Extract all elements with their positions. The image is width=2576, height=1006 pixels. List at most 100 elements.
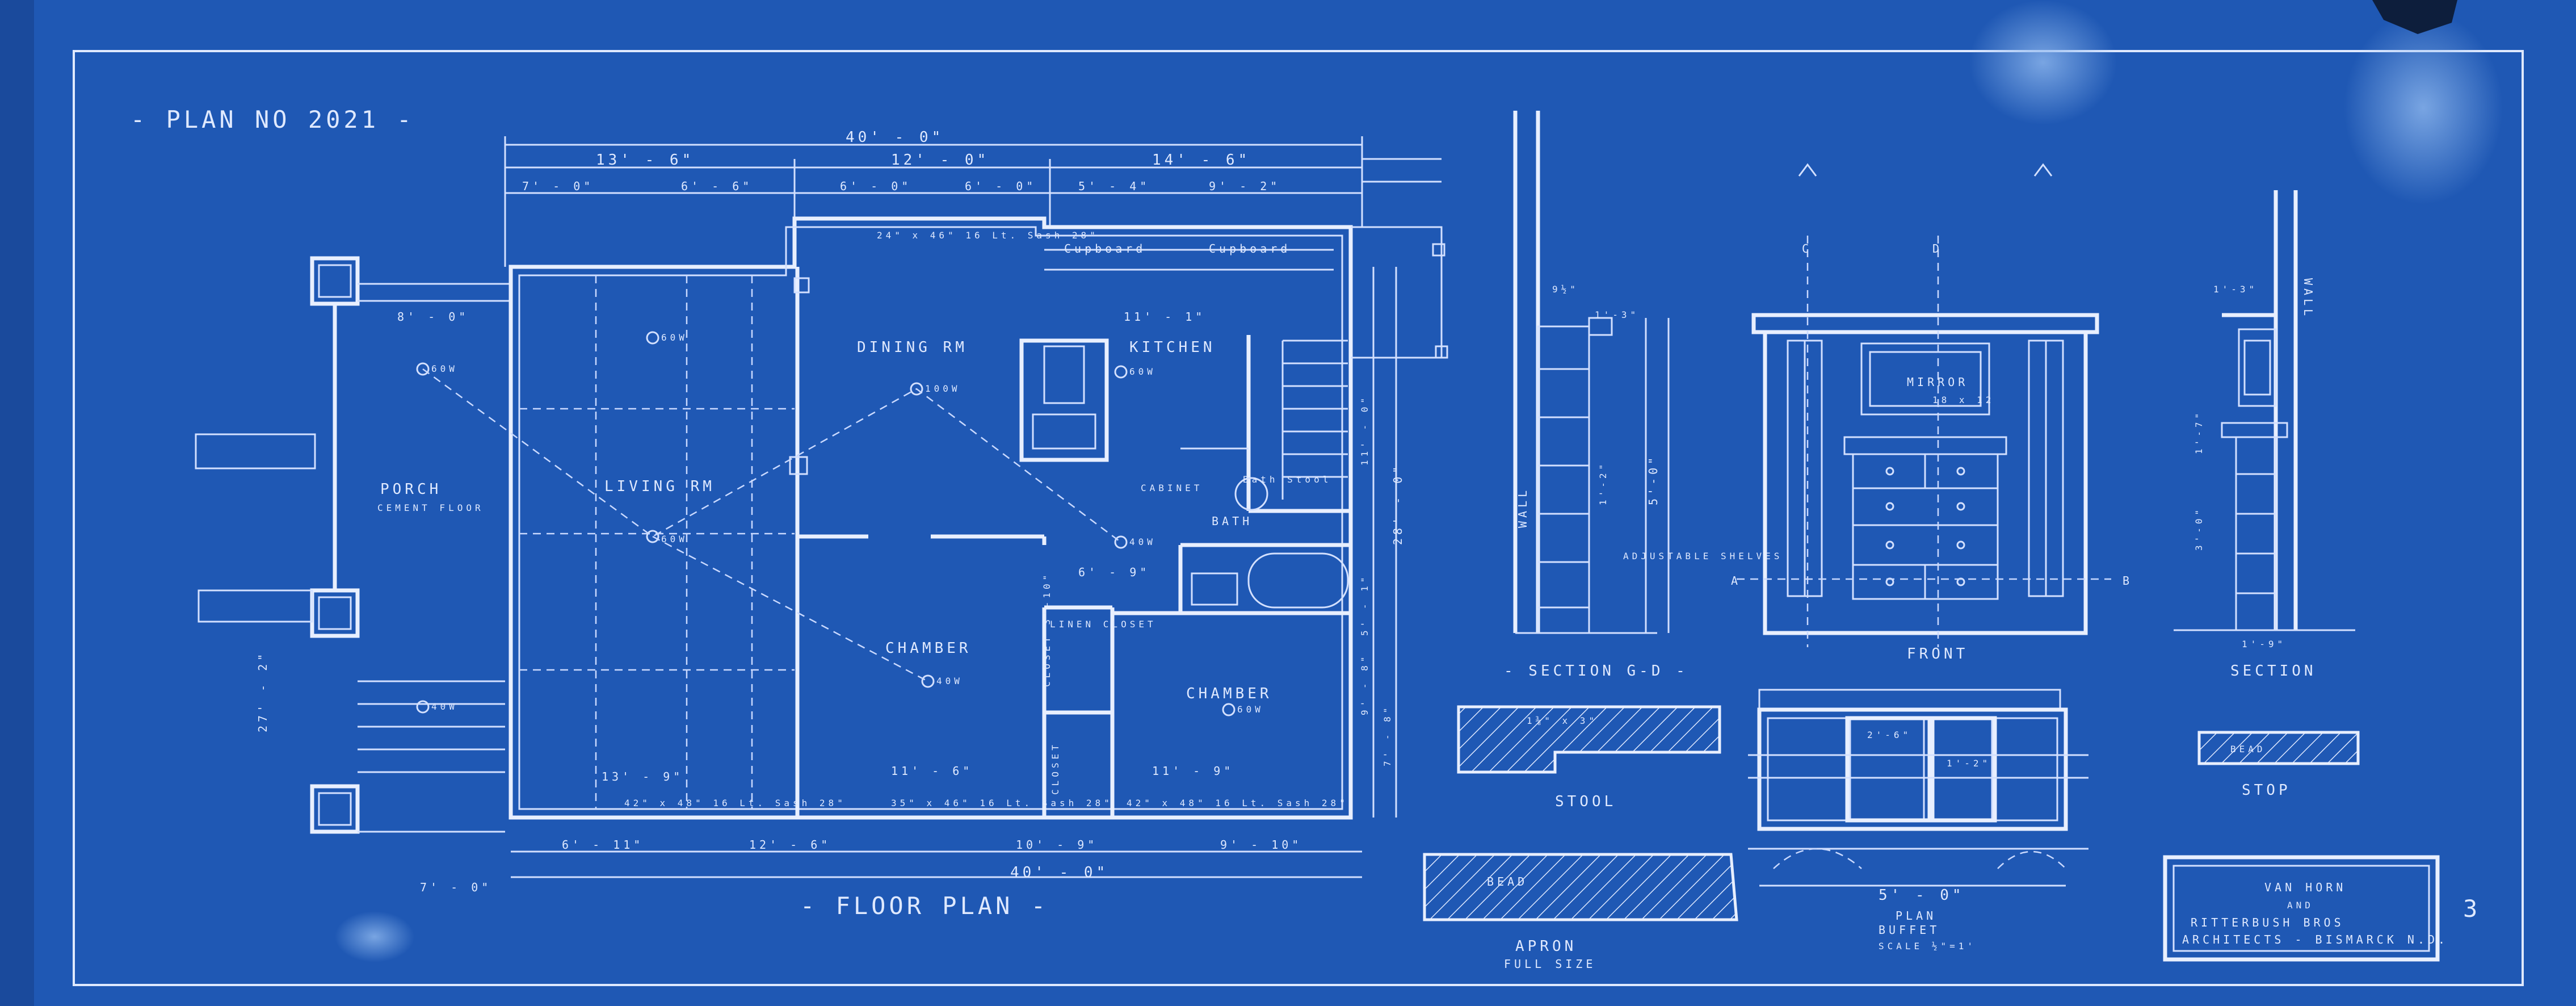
dim-top-c: 14' - 6"	[1152, 152, 1250, 169]
water-stain-2	[2344, 11, 2503, 204]
front-label-d: D	[1932, 242, 1943, 255]
buffet-plan-title: PLAN	[1896, 909, 1936, 923]
light-3: 100W	[925, 383, 961, 394]
front-label-b: B	[2123, 574, 2133, 588]
dim-right-a: 11' - 0"	[1359, 395, 1370, 466]
apron-title: APRON	[1515, 938, 1577, 955]
stop-size: BEAD	[2230, 744, 2266, 754]
section-right-dim-c: 3'-0"	[2193, 506, 2204, 551]
dim-right-d: 7' - 8"	[1382, 705, 1393, 766]
porch-column-3	[310, 784, 360, 834]
dim-bottom-b: 12' - 6"	[749, 838, 831, 852]
section-right-dim-b: 1'-7"	[2193, 410, 2204, 454]
buffet-plan-dim-b: 1'-2"	[1947, 758, 1991, 769]
buffet-plan-subtitle: BUFFET	[1879, 923, 1940, 937]
dim-left-total: 27' - 2"	[256, 651, 270, 732]
cabinet-note: CABINET	[1141, 483, 1203, 493]
dim-porch-w: 8' - 0"	[397, 310, 469, 324]
porch-step-2	[197, 589, 313, 623]
front-title: FRONT	[1907, 645, 1968, 663]
bathtub	[1247, 552, 1349, 609]
dim-living-d: 13' - 9"	[602, 770, 683, 783]
porch-note: CEMENT FLOOR	[377, 502, 484, 513]
section-gd-dim-d: 1'-3"	[1595, 309, 1639, 320]
water-stain	[1969, 0, 2117, 125]
front-label-a: A	[1731, 574, 1741, 588]
toilet	[1234, 477, 1268, 511]
buffet-front: MIRROR 18 x 12 A B C D FRONT	[1731, 163, 2133, 663]
plan-number: - PLAN NO 2021 -	[131, 106, 415, 133]
section-right: WALL 1'-3" 1'-7" 3'-0" 1'-9" SECTION	[2174, 190, 2355, 680]
section-right-dim-a: 1'-3"	[2213, 284, 2258, 295]
dim-bottom-d: 9' - 10"	[1220, 838, 1302, 852]
window-note-living: 42" x 48" 16 Lt. Sash 28"	[624, 798, 846, 808]
room-porch: PORCH	[380, 481, 442, 498]
buffet-plan: 2'-6" 1'-2" 5' - 0" PLAN BUFFET SCALE ½"…	[1748, 689, 2088, 951]
stool-detail: 1⅜" x 3" STOOL	[1457, 705, 1721, 810]
light-5: 40W	[936, 676, 963, 686]
window-note-chamber-1: 35" x 46" 16 Lt. Sash 28"	[891, 798, 1113, 808]
stop-title: STOP	[2242, 782, 2291, 799]
torn-corner	[2372, 0, 2457, 34]
apron-detail: BEAD APRON FULL SIZE	[1423, 853, 1738, 971]
section-gd-note: ADJUSTABLE SHELVES	[1623, 551, 1783, 561]
room-kitchen: KITCHEN	[1129, 339, 1216, 356]
dim-top-d2: 6' - 6"	[681, 179, 753, 193]
dim-bottom-total: 40' - 0"	[1010, 864, 1108, 881]
section-right-title: SECTION	[2230, 663, 2317, 680]
room-dining: DINING RM	[857, 339, 968, 356]
light-8: 40W	[431, 701, 458, 712]
room-closet-2: CLOSET	[1050, 741, 1061, 795]
apron-label: BEAD	[1487, 875, 1528, 888]
water-stain-3	[335, 911, 414, 962]
dim-right-c: 9' - 8"	[1359, 653, 1370, 715]
section-gd: WALL ADJUSTABLE SHELVES 9½" 1'-2" 5'-0" …	[1504, 111, 1783, 680]
light-6: 60W	[1129, 366, 1156, 377]
room-bath: BATH	[1212, 514, 1253, 528]
dim-right-b: 5' - 1"	[1359, 574, 1370, 636]
dim-dining-w: 11' - 1"	[1124, 310, 1205, 324]
porch-step-1	[195, 433, 316, 470]
buffet-plan-dim-a: 2'-6"	[1867, 730, 1911, 740]
buffet-chimney	[1019, 338, 1109, 462]
dim-chamber-2-w: 11' - 9"	[1152, 764, 1234, 778]
light-1: 60W	[661, 332, 688, 343]
section-right-dim-d: 1'-9"	[2242, 639, 2286, 649]
front-mirror-size: 18 x 12	[1932, 395, 1994, 405]
dim-top-a: 13' - 6"	[596, 152, 694, 169]
dim-top-d1: 7' - 0"	[522, 179, 594, 193]
dim-top-d5: 5' - 4"	[1078, 179, 1150, 193]
section-gd-dim-b: 1'-2"	[1598, 461, 1608, 505]
title-block-line1: VAN HORN	[2264, 881, 2346, 894]
bath-stool-note: Bath Stool	[1243, 474, 1331, 485]
title-block: VAN HORN AND RITTERBUSH BROS ARCHITECTS …	[2163, 855, 2445, 962]
exterior-wall	[509, 216, 1353, 820]
stool-title: STOOL	[1555, 793, 1616, 810]
room-chamber-1: CHAMBER	[885, 640, 972, 657]
light-9: 60W	[1237, 704, 1264, 715]
light-7: 40W	[1129, 536, 1156, 547]
paper-left-edge	[0, 0, 34, 1006]
light-2: 60W	[661, 534, 688, 544]
section-gd-title: - SECTION G-D -	[1504, 663, 1688, 680]
stool-size: 1⅜" x 3"	[1527, 715, 1598, 726]
cupboard-2: Cupboard	[1209, 242, 1291, 255]
section-gd-dim-a: 9½"	[1552, 284, 1579, 295]
dim-right-total: 28' - 0"	[1391, 463, 1405, 545]
front-mirror: MIRROR	[1907, 375, 1968, 389]
dim-chamber-1-w: 11' - 6"	[891, 764, 973, 778]
section-gd-wall: WALL	[1516, 487, 1529, 528]
dim-top-total: 40' - 0"	[846, 129, 944, 146]
buffet-plan-scale: SCALE ½"=1'	[1879, 941, 1976, 951]
window-note-dining: 24" x 46" 16 Lt. Sash 28"	[877, 230, 1099, 241]
dim-bottom-a: 6' - 11"	[562, 838, 644, 852]
front-label-c: C	[1802, 242, 1812, 255]
cupboard-1: Cupboard	[1064, 242, 1146, 255]
lavatory	[1191, 572, 1238, 606]
buffet-plan-dim: 5' - 0"	[1879, 887, 1965, 904]
dim-bottom-c: 10' - 9"	[1016, 838, 1098, 852]
sheet-border	[73, 50, 2524, 986]
dim-top-d3: 6' - 0"	[840, 179, 911, 193]
dim-hall-w: 6' - 9"	[1078, 565, 1150, 579]
